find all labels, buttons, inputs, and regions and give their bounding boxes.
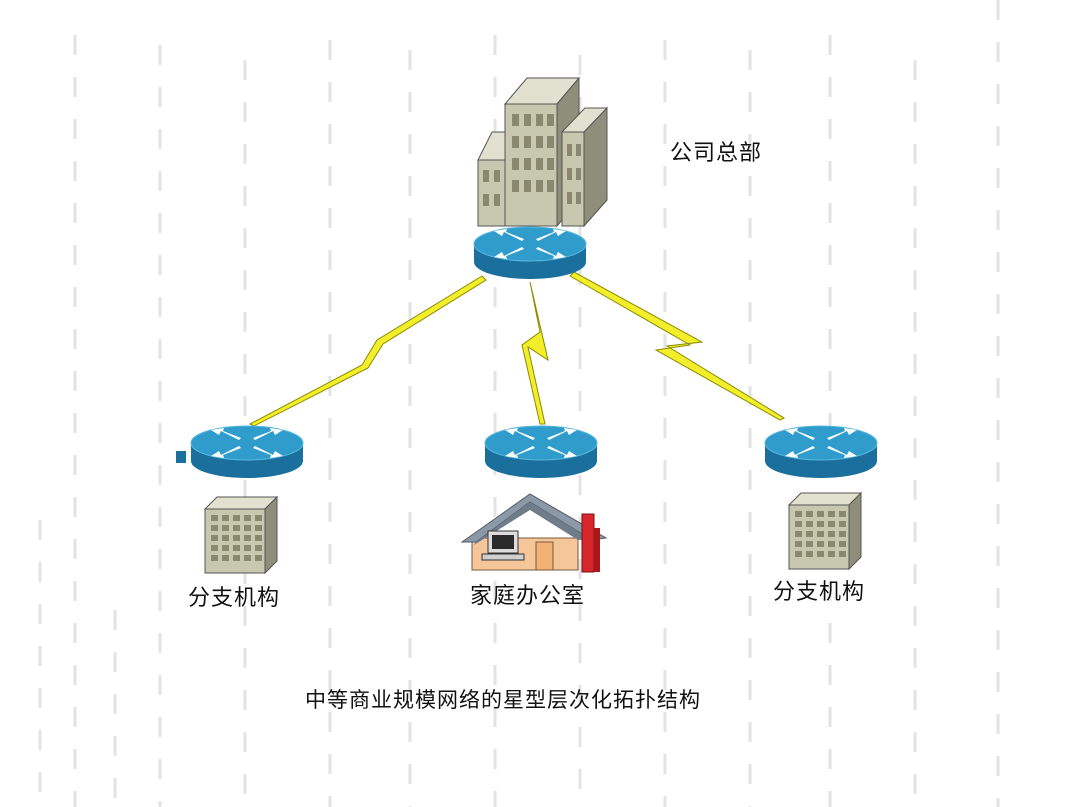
branch-left-label: 分支机构 (188, 586, 281, 611)
serial-link-icon (521, 281, 549, 425)
office-building-icon (204, 496, 278, 574)
branch-right-label: 分支机构 (773, 580, 866, 605)
headquarters-label: 公司总部 (670, 141, 763, 166)
router-icon (190, 425, 304, 479)
office-tower-icon (477, 76, 609, 228)
router-icon (484, 425, 598, 479)
house-icon (460, 493, 608, 573)
router-icon (473, 226, 587, 280)
serial-link-icon (569, 271, 786, 421)
diagram-caption: 中等商业规模网络的星型层次化拓扑结构 (305, 688, 701, 712)
serial-link-icon (248, 275, 487, 427)
office-building-icon (788, 492, 862, 570)
router-port-icon (176, 451, 186, 463)
home-office-label: 家庭办公室 (470, 584, 586, 609)
router-icon (764, 425, 878, 479)
computer-icon (481, 530, 525, 561)
